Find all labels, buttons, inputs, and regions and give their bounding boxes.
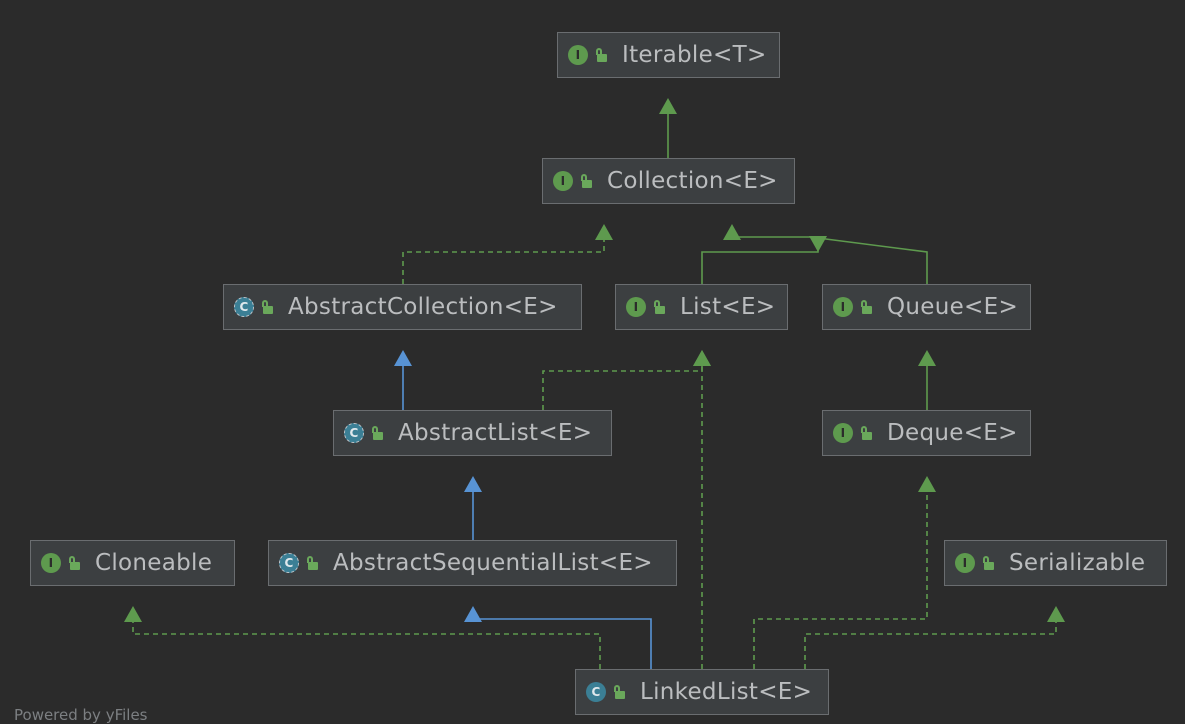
edge-linkedlist-to-cloneable (132, 620, 601, 669)
arrowhead (723, 224, 741, 240)
public-lock-icon (67, 556, 81, 570)
public-lock-icon (260, 300, 274, 314)
node-queue[interactable]: I Queue<E> (822, 284, 1031, 330)
interface-icon: I (568, 45, 588, 65)
public-lock-icon (579, 174, 593, 188)
edge-linkedlist-to-serializable (804, 620, 1057, 669)
arrowhead (659, 98, 677, 114)
abstract-class-icon: C (279, 553, 299, 573)
node-label: LinkedList<E> (640, 679, 813, 705)
arrowhead (464, 476, 482, 492)
interface-icon: I (833, 297, 853, 317)
edge-queue-to-collection (817, 237, 928, 284)
edge-list-to-collection (701, 236, 819, 284)
edge-linkedlist-to-deque (753, 490, 928, 669)
node-collection[interactable]: I Collection<E> (542, 158, 795, 204)
public-lock-icon (612, 685, 626, 699)
node-label: AbstractSequentialList<E> (333, 550, 653, 576)
public-lock-icon (370, 426, 384, 440)
node-label: Deque<E> (887, 420, 1018, 446)
arrowhead (918, 476, 936, 492)
node-abstractlist[interactable]: C AbstractList<E> (333, 410, 612, 456)
public-lock-icon (859, 426, 873, 440)
node-iterable[interactable]: I Iterable<T> (557, 32, 780, 78)
node-label: List<E> (680, 294, 776, 320)
public-lock-icon (859, 300, 873, 314)
node-abstractsequentiallist[interactable]: C AbstractSequentialList<E> (268, 540, 677, 586)
edge-abstractlist-to-list (542, 364, 703, 410)
arrowhead (918, 350, 936, 366)
arrowhead (595, 224, 613, 240)
interface-icon: I (553, 171, 573, 191)
arrowhead (124, 606, 142, 622)
arrowhead (1047, 606, 1065, 622)
interface-icon: I (626, 297, 646, 317)
public-lock-icon (594, 48, 608, 62)
node-label: Queue<E> (887, 294, 1019, 320)
arrowhead (809, 236, 827, 252)
node-label: AbstractList<E> (398, 420, 593, 446)
node-label: Cloneable (95, 550, 213, 576)
interface-icon: I (41, 553, 61, 573)
public-lock-icon (305, 556, 319, 570)
footer-credit: Powered by yFiles (14, 706, 148, 724)
public-lock-icon (981, 556, 995, 570)
node-abstractcollection[interactable]: C AbstractCollection<E> (223, 284, 582, 330)
arrowhead (464, 606, 482, 622)
interface-icon: I (955, 553, 975, 573)
node-deque[interactable]: I Deque<E> (822, 410, 1031, 456)
node-serializable[interactable]: I Serializable (944, 540, 1167, 586)
node-list[interactable]: I List<E> (615, 284, 788, 330)
class-icon: C (586, 682, 606, 702)
arrowhead (394, 350, 412, 366)
edge-linkedlist-to-abstractsequentiallist (472, 618, 652, 669)
arrowhead (693, 350, 711, 366)
node-linkedlist[interactable]: C LinkedList<E> (575, 669, 829, 715)
node-label: Serializable (1009, 550, 1146, 576)
abstract-class-icon: C (234, 297, 254, 317)
abstract-class-icon: C (344, 423, 364, 443)
edge-abstractcollection-to-collection (402, 238, 605, 284)
public-lock-icon (652, 300, 666, 314)
node-cloneable[interactable]: I Cloneable (30, 540, 235, 586)
interface-icon: I (833, 423, 853, 443)
node-label: Collection<E> (607, 168, 778, 194)
node-label: AbstractCollection<E> (288, 294, 558, 320)
node-label: Iterable<T> (622, 42, 767, 68)
